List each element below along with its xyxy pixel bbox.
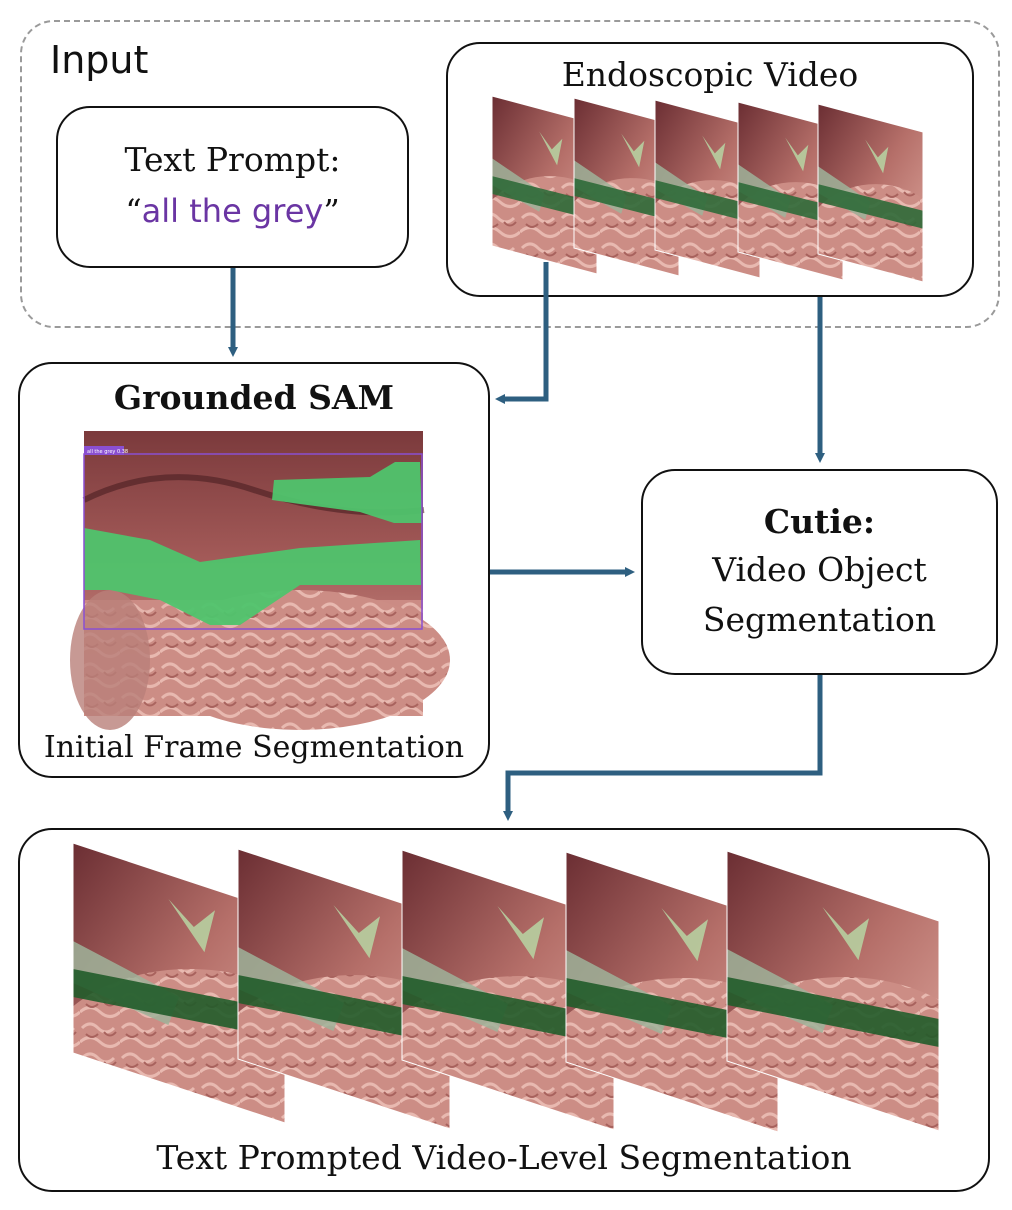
output-frame-stack	[72, 842, 940, 1133]
text-prompt-value: “all the grey”	[56, 192, 409, 230]
arrow-video-to-sam	[495, 262, 549, 404]
prompt-text: all the grey	[141, 192, 324, 230]
text-prompt-title: Text Prompt:	[124, 140, 341, 179]
arrow-cutie-to-output	[503, 675, 823, 821]
sam-mask-instrument-lower	[84, 528, 421, 625]
sam-mask-instrument-upper	[272, 462, 422, 523]
output-caption: Text Prompted Video-Level Segmentation	[156, 1138, 852, 1177]
arrows	[228, 262, 825, 821]
input-group-label: Input	[50, 38, 149, 82]
cutie-line2: Video Object	[712, 550, 927, 589]
video-frame-stack	[491, 95, 924, 283]
text-prompt-box	[56, 106, 409, 268]
endoscopic-video-title: Endoscopic Video	[561, 55, 859, 94]
close-quote: ”	[323, 192, 340, 230]
output-frame-5	[726, 850, 940, 1132]
open-quote: “	[125, 192, 142, 230]
cutie-title: Cutie:	[763, 502, 876, 541]
grounded-sam-image: all the grey 0.38	[70, 431, 450, 730]
detection-tag: all the grey 0.38	[87, 449, 128, 455]
input-group	[20, 20, 1000, 328]
cutie-box	[641, 469, 998, 675]
grounded-sam-caption: Initial Frame Segmentation	[43, 730, 465, 765]
cutie-line3: Segmentation	[702, 600, 937, 639]
video-frame-5	[817, 103, 924, 283]
grounded-sam-title: Grounded SAM	[113, 378, 395, 417]
